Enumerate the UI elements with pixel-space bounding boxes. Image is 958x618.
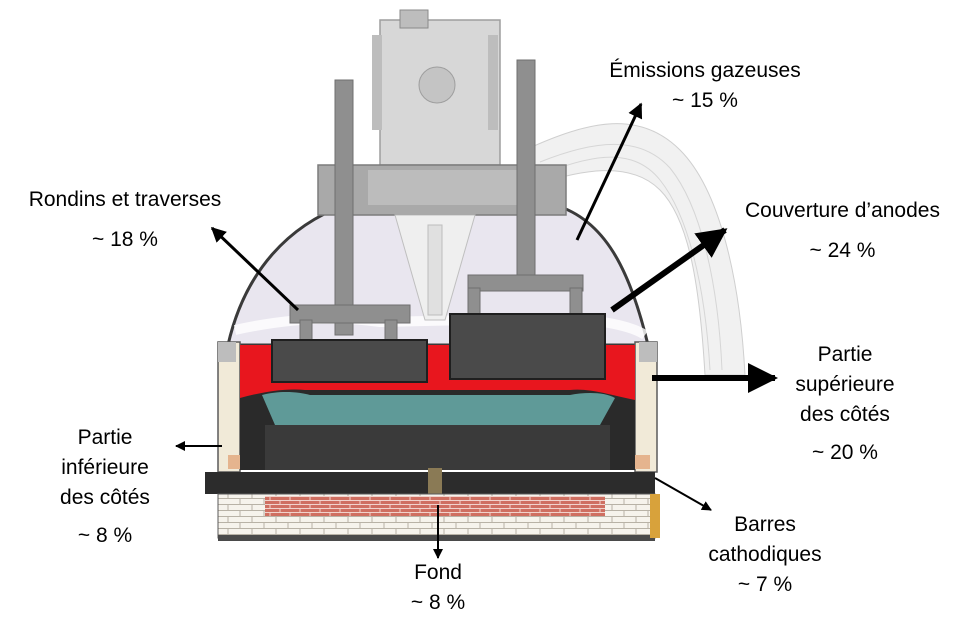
label-barres-pct: ~ 7 %	[737, 573, 793, 596]
arrow-rondins	[210, 226, 300, 312]
cell-interior	[240, 313, 635, 470]
label-barres-line2: cathodiques	[708, 543, 822, 566]
arrow-gaz	[575, 102, 643, 241]
label-anodes: Couverture d’anodes ~ 24 %	[725, 196, 958, 266]
arrows	[175, 102, 778, 559]
arrow-anodes	[610, 227, 728, 313]
label-inf-line3: des côtés	[60, 486, 150, 509]
label-barres-line1: Barres	[734, 513, 796, 536]
label-fond-name: Fond	[414, 561, 462, 584]
label-sup: Partie supérieure des côtés ~ 20 %	[770, 340, 920, 468]
label-sup-pct: ~ 20 %	[812, 441, 878, 464]
label-gaz-name: Émissions gazeuses	[609, 59, 801, 82]
label-fond: Fond ~ 8 %	[378, 558, 498, 618]
label-inf-pct: ~ 8 %	[77, 524, 133, 547]
anode-rods	[289, 59, 584, 346]
gas-duct	[524, 123, 746, 376]
label-inf-line2: inférieure	[61, 456, 149, 479]
label-sup-line3: des côtés	[800, 403, 890, 426]
label-rondins-pct: ~ 18 %	[92, 228, 158, 251]
label-sup-line1: Partie	[817, 343, 873, 366]
label-rondins: Rondins et traverses ~ 18 %	[5, 185, 245, 255]
label-rondins-name: Rondins et traverses	[28, 188, 222, 211]
base	[205, 468, 660, 541]
label-anodes-pct: ~ 24 %	[809, 239, 876, 262]
label-fond-pct: ~ 8 %	[410, 591, 466, 614]
label-gaz-pct: ~ 15 %	[672, 89, 738, 112]
label-inf-line1: Partie	[77, 426, 133, 449]
label-sup-line2: supérieure	[795, 373, 895, 396]
label-anodes-name: Couverture d’anodes	[745, 199, 940, 222]
label-inf: Partie inférieure des côtés ~ 8 %	[25, 423, 185, 551]
arrow-barres	[654, 477, 712, 511]
label-barres: Barres cathodiques ~ 7 %	[690, 510, 840, 600]
label-gaz: Émissions gazeuses ~ 15 %	[590, 56, 820, 116]
